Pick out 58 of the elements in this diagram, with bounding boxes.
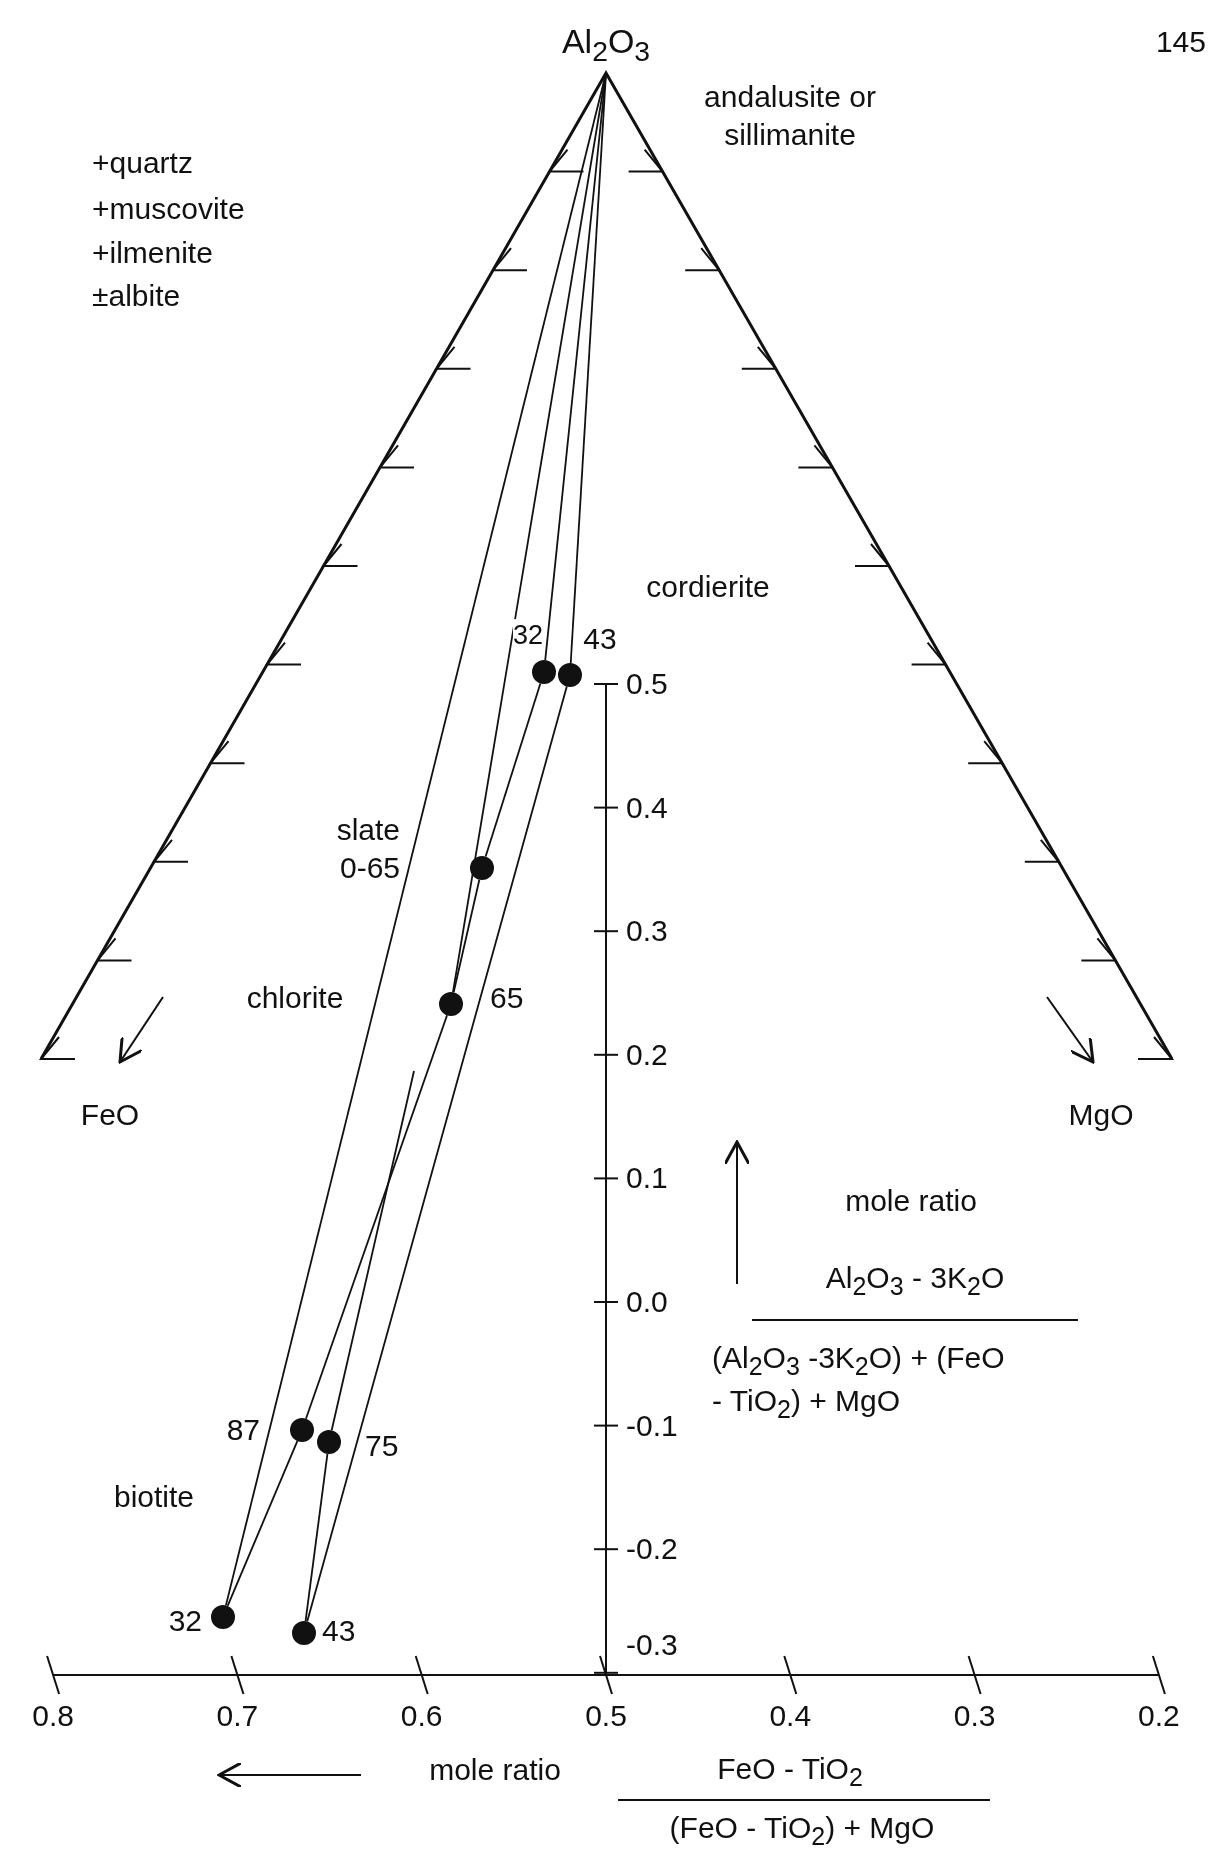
label: (FeO - TiO$_{2}$) + MgO bbox=[669, 1810, 935, 1853]
label: MgO bbox=[1068, 1097, 1134, 1134]
data-point bbox=[558, 663, 582, 687]
label: 0.6 bbox=[400, 1698, 443, 1735]
tie-line bbox=[225, 72, 607, 1607]
label: FeO bbox=[80, 1097, 140, 1134]
label: andalusite or sillimanite bbox=[703, 78, 877, 152]
label: Al$_{2}$O$_{3}$ - 3K$_{2}$O bbox=[825, 1260, 1005, 1303]
tie-line bbox=[306, 685, 568, 1623]
vertex-label: Al$_{2}$O$_{3}$ bbox=[561, 23, 651, 73]
label: -0.2 bbox=[626, 1531, 678, 1568]
point-label: 32 bbox=[168, 1603, 202, 1640]
data-point bbox=[439, 992, 463, 1016]
label: +muscovite bbox=[92, 191, 245, 228]
point-label: slate 0-65 bbox=[335, 811, 400, 885]
label: chlorite bbox=[246, 980, 344, 1017]
label: 0.1 bbox=[626, 1160, 668, 1197]
label: ±albite bbox=[92, 278, 181, 315]
data-point bbox=[532, 660, 556, 684]
point-label: 43 bbox=[583, 621, 617, 658]
label: -0.1 bbox=[626, 1407, 678, 1444]
tie-line bbox=[330, 1070, 415, 1432]
label: 145 bbox=[1155, 24, 1206, 61]
label: cordierite bbox=[646, 569, 770, 606]
label: mole ratio bbox=[429, 1752, 561, 1789]
point-label: 75 bbox=[365, 1428, 399, 1465]
label: +ilmenite bbox=[92, 235, 213, 272]
label: biotite bbox=[113, 1479, 195, 1516]
label: 0.2 bbox=[626, 1037, 668, 1074]
label: 0.8 bbox=[32, 1698, 74, 1735]
label: 0.4 bbox=[626, 789, 668, 826]
tie-line bbox=[304, 1453, 329, 1622]
tie-line bbox=[452, 878, 481, 994]
tie-line bbox=[305, 1014, 448, 1420]
label: 0.0 bbox=[626, 1284, 668, 1321]
tie-line bbox=[569, 72, 607, 664]
tie-line bbox=[226, 1440, 299, 1607]
data-point bbox=[470, 856, 494, 880]
label: FeO - TiO$_{2}$ bbox=[717, 1751, 863, 1794]
label: 0.5 bbox=[626, 666, 668, 703]
label: 0.5 bbox=[585, 1698, 627, 1735]
label: -0.3 bbox=[626, 1627, 678, 1664]
label: mole ratio bbox=[844, 1183, 978, 1220]
data-point bbox=[317, 1430, 341, 1454]
data-point bbox=[290, 1418, 314, 1442]
label: 0.4 bbox=[769, 1698, 812, 1735]
label: 0.3 bbox=[626, 913, 668, 950]
label: 0.3 bbox=[953, 1698, 996, 1735]
label: 0.2 bbox=[1138, 1698, 1180, 1735]
point-label: 43 bbox=[322, 1613, 356, 1650]
tie-line bbox=[484, 682, 542, 858]
label: (Al$_{2}$O$_{3}$ -3K$_{2}$O) + (FeO - TiO$_{2}$) + MgO bbox=[712, 1339, 1006, 1425]
label: +quartz bbox=[92, 145, 193, 182]
point-label: 87 bbox=[226, 1412, 260, 1449]
data-point bbox=[292, 1621, 316, 1645]
point-label: 65 bbox=[490, 980, 524, 1017]
label: 0.7 bbox=[216, 1698, 259, 1735]
data-point bbox=[211, 1605, 235, 1629]
